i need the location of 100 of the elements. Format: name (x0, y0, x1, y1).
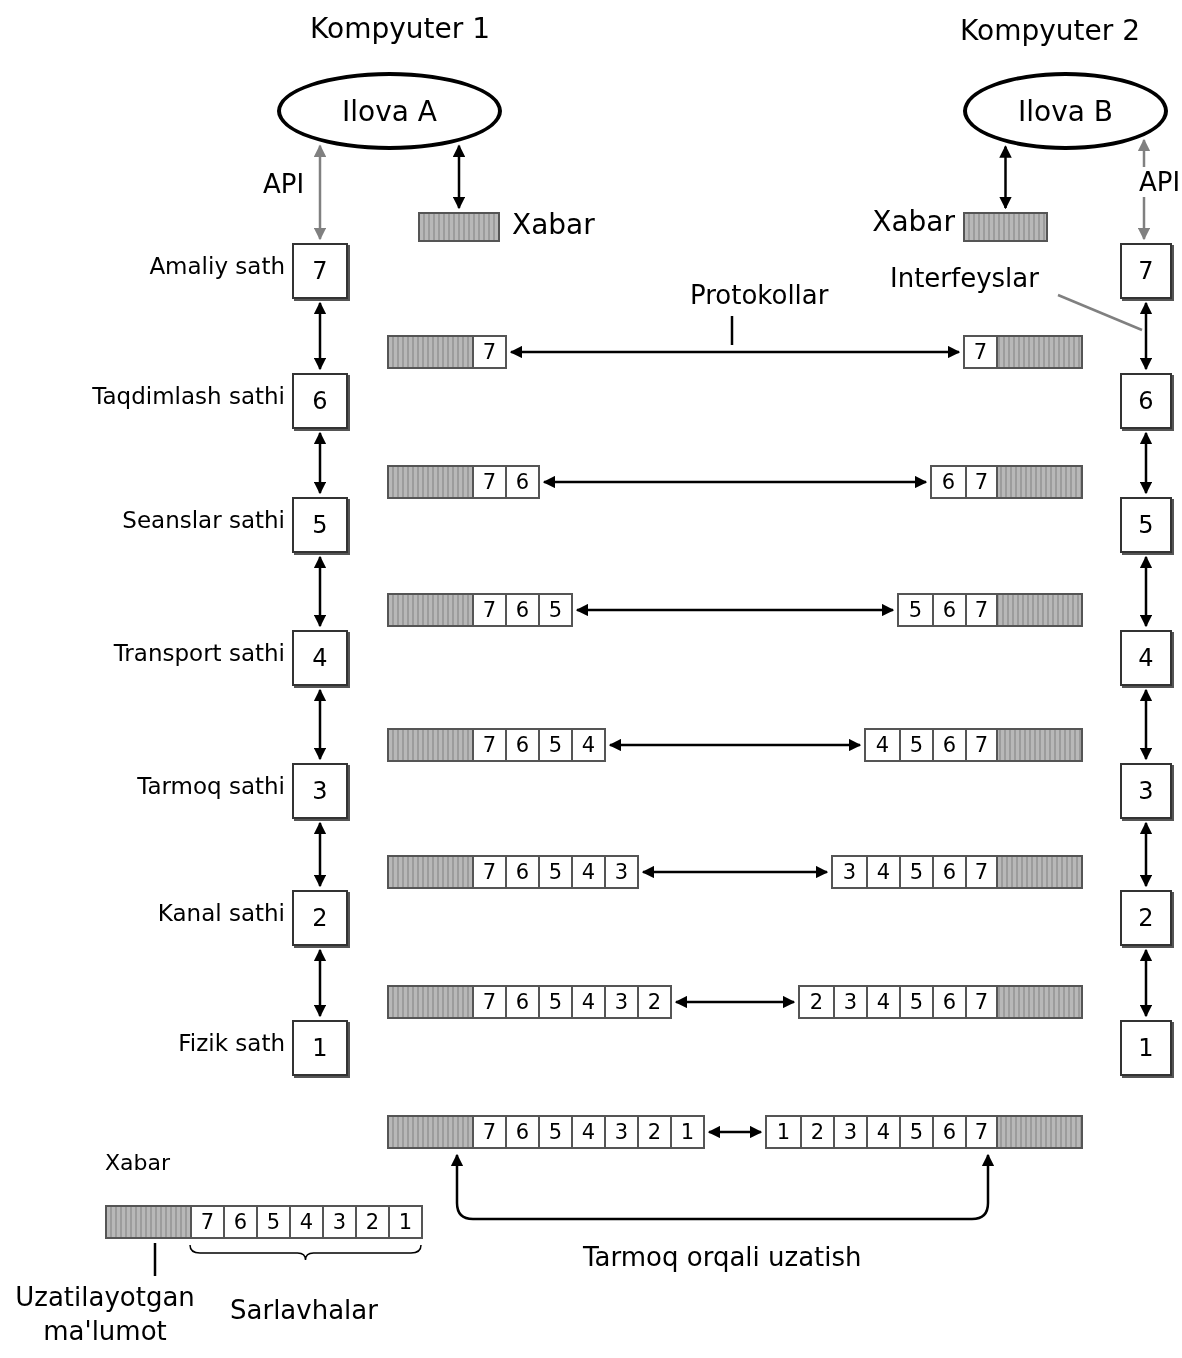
double-arrow (313, 688, 327, 761)
layer-header: 7 (965, 1117, 998, 1147)
layer-header: 7 (965, 857, 998, 887)
layer-box: 7 (292, 243, 348, 299)
double-arrow (1139, 301, 1153, 371)
layer-header: 6 (505, 987, 538, 1017)
layer-header: 5 (538, 987, 571, 1017)
layer-header: 2 (800, 1117, 833, 1147)
layer-header: 7 (472, 1117, 505, 1147)
packet-bar (387, 335, 507, 369)
layer-header: 3 (604, 987, 637, 1017)
double-arrow (999, 145, 1012, 210)
layer-name: Kanal sathi (156, 900, 285, 926)
layer-header: 2 (800, 987, 833, 1017)
layer-header: 6 (932, 987, 965, 1017)
layer-header: 4 (866, 730, 899, 760)
double-arrow (313, 948, 327, 1018)
double-arrow (452, 144, 466, 210)
double-arrow (1139, 431, 1153, 495)
layer-name: Seanslar sathi (121, 507, 285, 533)
double-arrow (641, 865, 829, 879)
layer-header: 2 (637, 1117, 670, 1147)
layer-header: 7 (472, 987, 505, 1017)
layer-header: 5 (899, 730, 932, 760)
layer-header: 3 (833, 1117, 866, 1147)
double-arrow (1139, 555, 1153, 628)
layer-header: 6 (223, 1207, 256, 1237)
layer-header: 6 (505, 1117, 538, 1147)
layer-header: 6 (505, 730, 538, 760)
packet-bar (897, 593, 1083, 627)
application-ellipse: Ilova A (277, 72, 502, 150)
message-label: Xabar (512, 208, 596, 241)
layer-header: 3 (833, 987, 866, 1017)
layer-box: 2 (292, 890, 348, 946)
layer-header: 5 (538, 1117, 571, 1147)
layer-name: Transport sathi (112, 640, 285, 666)
packet-bar (387, 465, 540, 499)
data-caption: Uzatilayotgan ma'lumot (5, 1280, 205, 1352)
double-arrow (313, 555, 327, 628)
layer-header: 1 (670, 1117, 703, 1147)
double-arrow (707, 1125, 763, 1139)
packet-bar (963, 335, 1083, 369)
double-arrow (313, 301, 327, 371)
layer-box: 6 (1120, 373, 1172, 429)
computer-label: Kompyuter 2 (959, 14, 1141, 47)
packet-bar (387, 1115, 705, 1149)
layer-name: Taqdimlash sathi (91, 383, 285, 409)
message-label: Xabar (871, 205, 955, 238)
layer-header: 5 (899, 1117, 932, 1147)
layer-box: 2 (1120, 890, 1172, 946)
computer-label: Kompyuter 1 (309, 12, 491, 45)
packet-bar (831, 855, 1083, 889)
layer-header: 5 (538, 857, 571, 887)
layer-box: 7 (1120, 243, 1172, 299)
double-arrow (313, 144, 327, 241)
double-arrow (1139, 821, 1153, 888)
double-arrow (509, 345, 961, 359)
layer-header: 4 (571, 1117, 604, 1147)
layer-box: 1 (292, 1020, 348, 1076)
packet-bar (387, 985, 672, 1019)
layer-name: Amaliy sath (148, 253, 285, 279)
layer-box: 4 (1120, 630, 1172, 686)
application-ellipse: Ilova B (963, 72, 1168, 150)
layer-header: 7 (472, 730, 505, 760)
packet-bar (387, 728, 606, 762)
layer-header: 6 (505, 595, 538, 625)
leader-line (730, 316, 734, 345)
layer-header: 3 (833, 857, 866, 887)
layer-header: 7 (472, 595, 505, 625)
brace-label: Sarlavhalar (230, 1295, 378, 1325)
layer-header: 7 (965, 595, 998, 625)
callout-text: Protokollar (690, 280, 860, 316)
message-label: Xabar (105, 1150, 172, 1175)
double-arrow (542, 475, 928, 489)
layer-header: 3 (604, 1117, 637, 1147)
layer-header: 7 (190, 1207, 223, 1237)
layer-header: 7 (472, 337, 505, 367)
layer-box: 5 (292, 497, 348, 553)
double-arrow (313, 431, 327, 495)
layer-header: 7 (472, 467, 505, 497)
double-arrow (575, 603, 895, 617)
layer-header: 6 (932, 857, 965, 887)
layer-header: 7 (965, 730, 998, 760)
layer-header: 6 (505, 857, 538, 887)
layer-header: 6 (932, 595, 965, 625)
layer-box: 4 (292, 630, 348, 686)
packet-bar (798, 985, 1083, 1019)
leader-line (1057, 293, 1143, 332)
layer-box: 6 (292, 373, 348, 429)
message-block (418, 212, 500, 242)
layer-header: 4 (571, 857, 604, 887)
layer-header: 6 (932, 467, 965, 497)
layer-header: 5 (538, 595, 571, 625)
layer-box: 3 (1120, 763, 1172, 819)
layer-header: 7 (965, 337, 998, 367)
layer-box: 3 (292, 763, 348, 819)
layer-header: 2 (355, 1207, 388, 1237)
layer-header: 5 (899, 595, 932, 625)
layer-header: 1 (767, 1117, 800, 1147)
double-arrow (674, 995, 796, 1009)
